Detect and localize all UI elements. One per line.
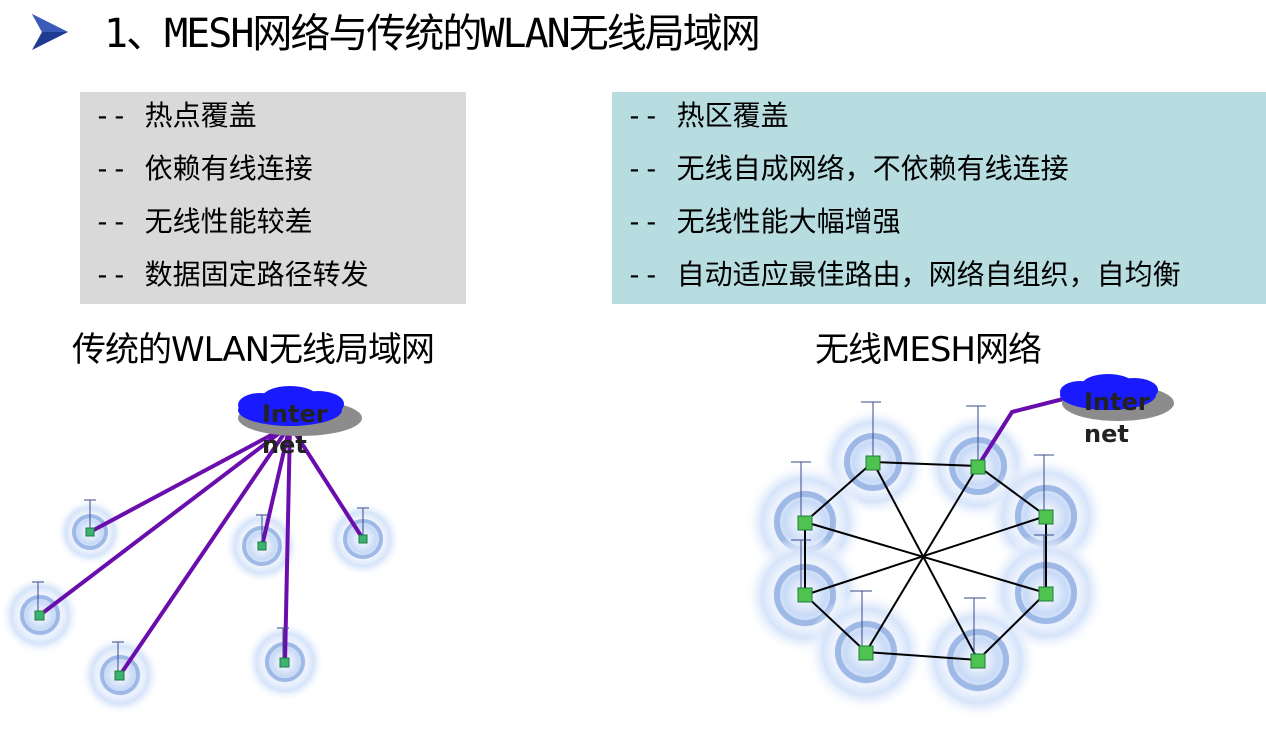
arrow-bullet-icon (32, 14, 68, 50)
mesh-network-diagram: Inter net (745, 374, 1174, 720)
list-item: -- 依赖有线连接 (94, 152, 313, 185)
cloud-label: Inter (262, 400, 328, 428)
coverage-ripple (745, 407, 1106, 720)
coverage-ripple (0, 498, 401, 715)
list-item: -- 自动适应最佳路由，网络自组织，自均衡 (626, 258, 1181, 291)
traditional-wlan-features: -- 热点覆盖 -- 依赖有线连接 -- 无线性能较差 -- 数据固定路径转发 (80, 92, 466, 304)
internet-link (976, 394, 1076, 468)
cloud-label: Inter (1084, 388, 1150, 416)
traditional-wlan-diagram: Inter net (0, 386, 401, 715)
list-item: -- 热区覆盖 (626, 99, 789, 132)
cloud-label: net (1084, 420, 1129, 448)
cloud-icon (1060, 374, 1174, 421)
access-point-icon (791, 401, 1054, 669)
mesh-network-caption: 无线MESH网络 (815, 330, 1042, 370)
wired-links (38, 423, 365, 677)
list-item: -- 无线性能大幅增强 (626, 205, 901, 238)
page-title: 1、MESH网络与传统的WLAN无线局域网 (104, 11, 761, 57)
access-point-icon (32, 499, 369, 681)
list-item: -- 热点覆盖 (94, 99, 257, 132)
traditional-wlan-caption: 传统的WLAN无线局域网 (72, 330, 435, 370)
list-item: -- 无线性能较差 (94, 205, 313, 238)
cloud-label: net (262, 431, 307, 459)
mesh-network-features: -- 热区覆盖 -- 无线自成网络，不依赖有线连接 -- 无线性能大幅增强 --… (612, 92, 1266, 304)
list-item: -- 数据固定路径转发 (94, 258, 369, 291)
cloud-icon (238, 386, 362, 436)
list-item: -- 无线自成网络，不依赖有线连接 (626, 152, 1069, 185)
